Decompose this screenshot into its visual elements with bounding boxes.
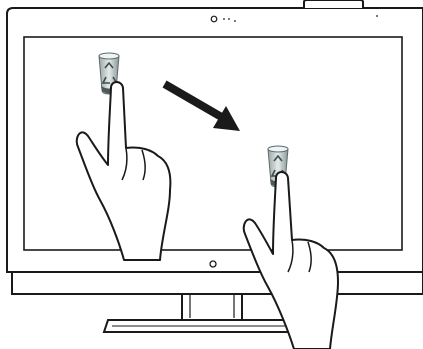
monitor-top-accessory (304, 0, 363, 8)
monitor-chin (12, 270, 423, 294)
power-button (210, 261, 216, 267)
webcam (211, 16, 217, 22)
